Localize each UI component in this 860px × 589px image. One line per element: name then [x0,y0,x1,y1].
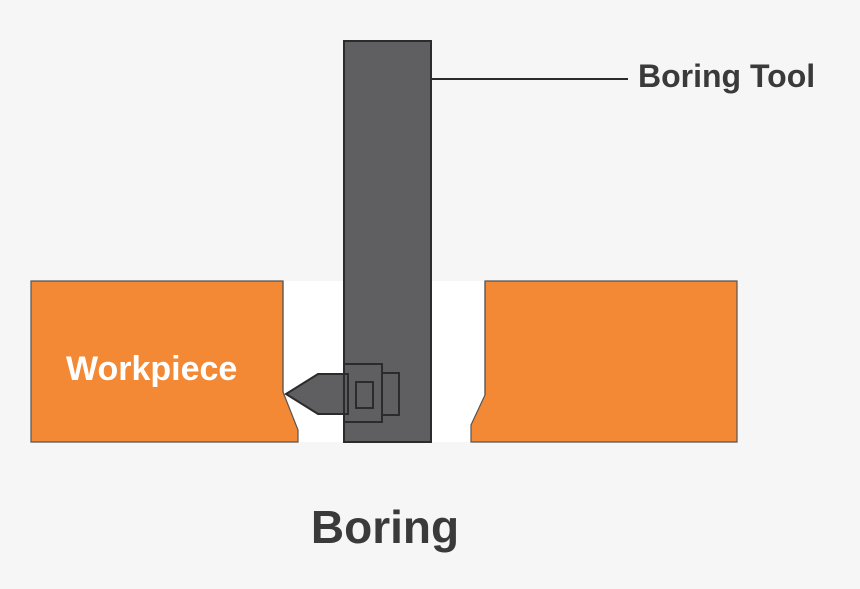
boring-tool-label: Boring Tool [638,58,816,94]
insert-holder-inner [355,381,374,409]
workpiece-right [470,280,738,443]
cutting-tip [284,373,349,415]
diagram-caption: Boring [310,501,460,553]
workpiece-label: Workpiece [66,350,238,388]
tool-shank [343,40,432,443]
insert-clamp [381,372,400,416]
